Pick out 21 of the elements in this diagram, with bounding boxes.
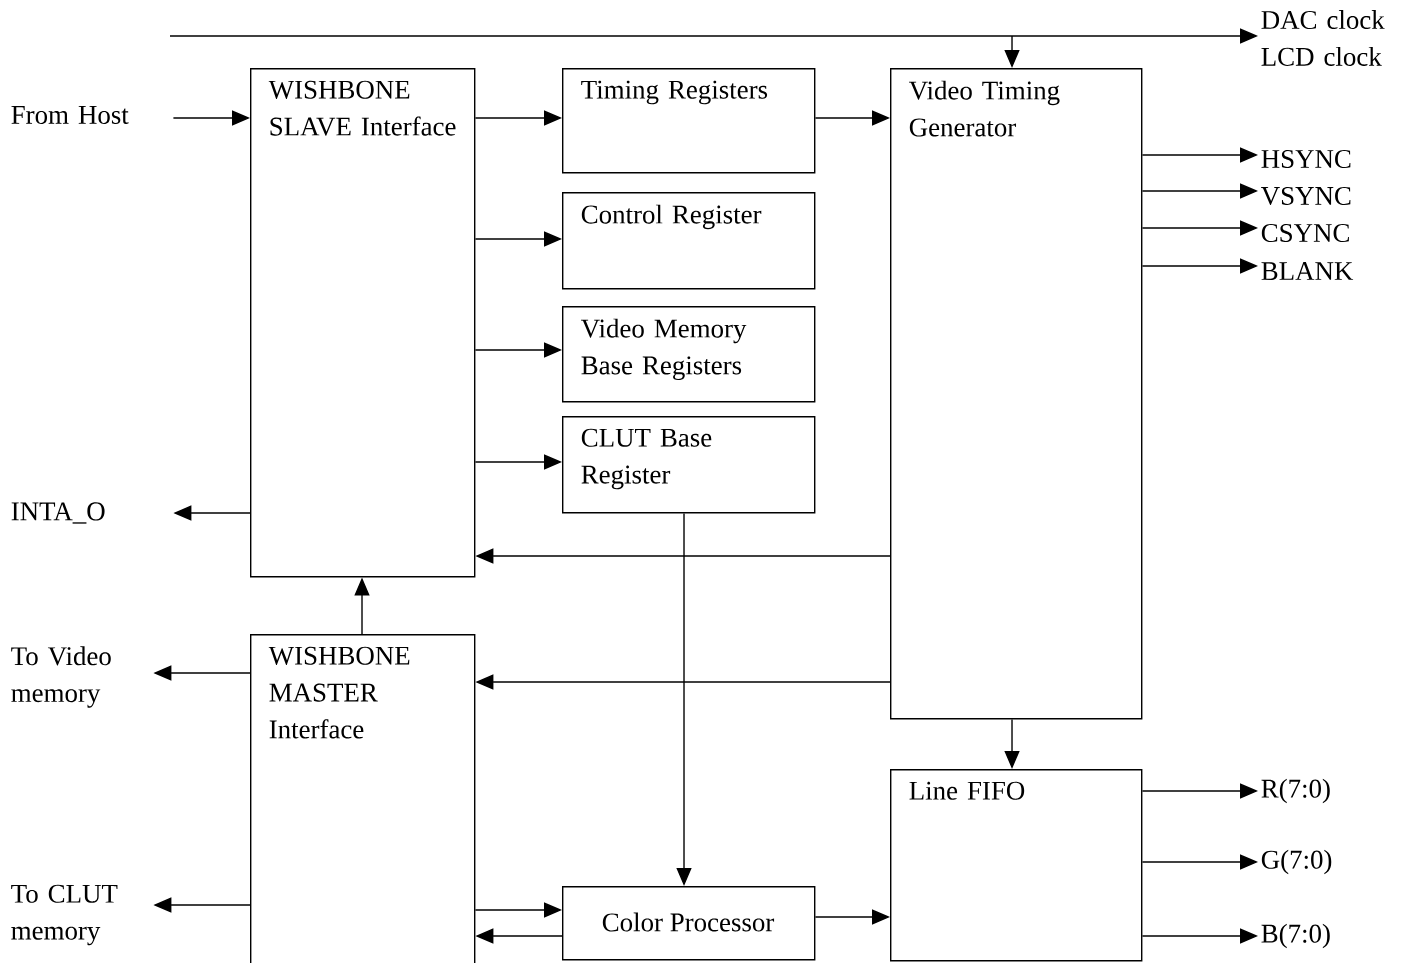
block-box: Video Memory Base Registers [562, 306, 816, 403]
signal-label: B(7:0) [1261, 923, 1330, 949]
block-box: Timing Registers [562, 68, 816, 174]
signal-label: G(7:0) [1261, 849, 1332, 875]
signal-label: HSYNC [1261, 149, 1351, 169]
signal-label: DAC clock LCD clock [1261, 10, 1385, 66]
signal-label: R(7:0) [1261, 778, 1330, 804]
block-box: Video Timing Generator [890, 68, 1143, 720]
signal-label: CSYNC [1261, 223, 1349, 243]
signal-label: To Video memory [11, 646, 111, 708]
signal-label: To CLUT memory [11, 884, 118, 946]
block-box: Line FIFO [890, 769, 1143, 962]
signal-label: INTA_O [11, 502, 105, 524]
block-box: Control Register [562, 192, 816, 290]
signal-label: From Host [11, 106, 129, 124]
block-box: WISHBONE SLAVE Interface [250, 68, 476, 578]
block-box: CLUT Base Register [562, 416, 816, 514]
signal-label: BLANK [1261, 262, 1354, 280]
block-box: WISHBONE MASTER Interface [250, 634, 476, 963]
signal-label: VSYNC [1261, 186, 1351, 206]
block-box: Color Processor [562, 886, 816, 961]
